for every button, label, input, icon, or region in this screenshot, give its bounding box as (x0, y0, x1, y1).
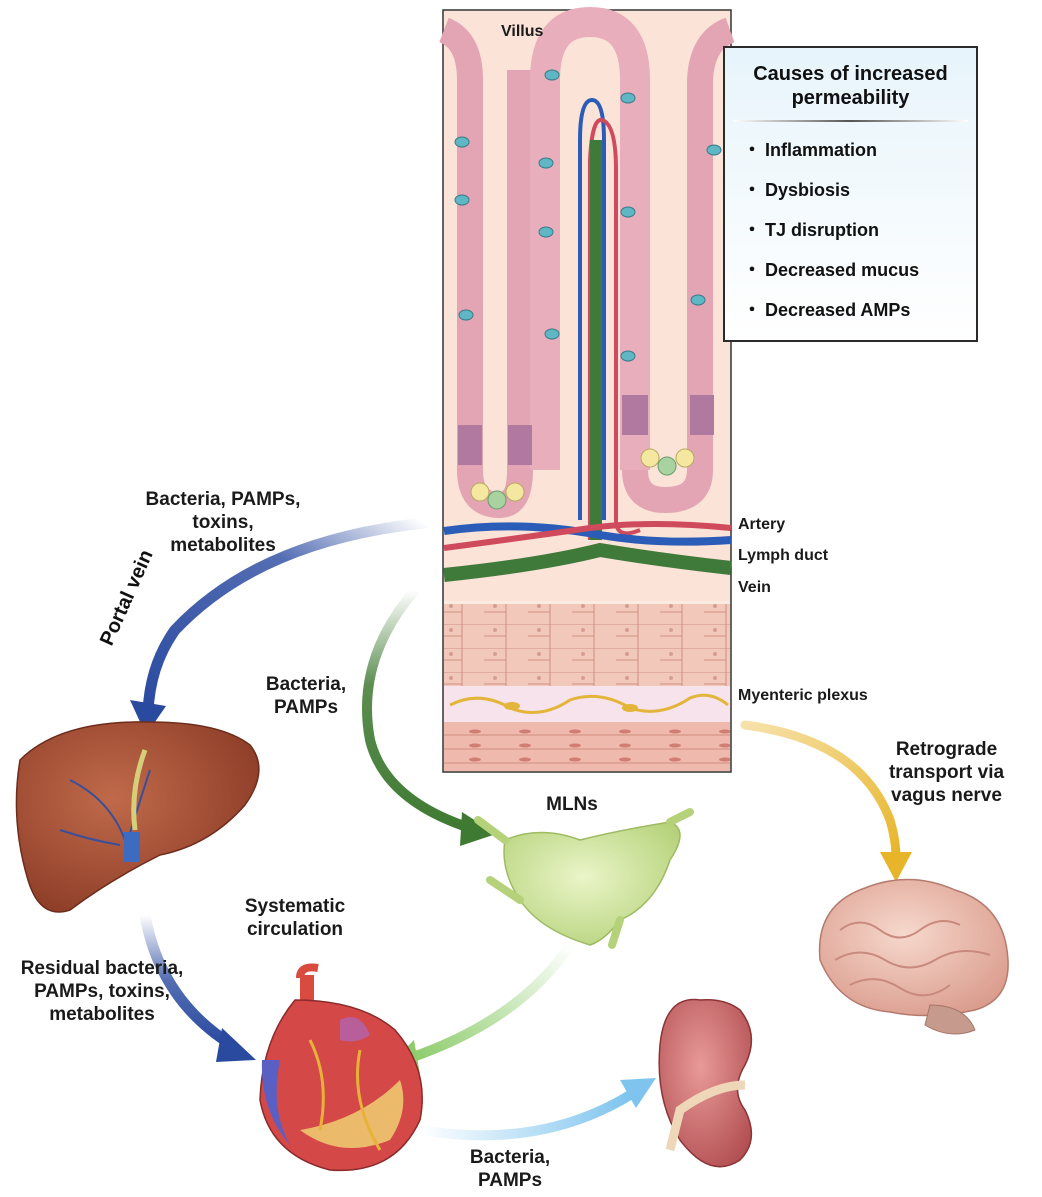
vagus-label: Retrograde transport via vagus nerve (864, 738, 1029, 808)
cause-item: ・Decreased AMPs (743, 290, 976, 330)
mln-to-heart-arrow (386, 945, 570, 1074)
bullet-icon: ・ (743, 210, 765, 250)
vein-label: Vein (738, 578, 771, 598)
heart-to-kidney-arrow (420, 1078, 656, 1135)
kidney-flow-label: Bacteria, PAMPs (455, 1146, 565, 1192)
cause-item: ・TJ disruption (743, 210, 976, 250)
causes-list: ・Inflammation ・Dysbiosis ・TJ disruption … (725, 130, 976, 330)
longitudinal-muscle (444, 722, 730, 771)
bullet-icon: ・ (743, 170, 765, 210)
lymph-node-icon (478, 812, 690, 945)
villus-panel (443, 10, 731, 772)
bullet-icon: ・ (743, 130, 765, 170)
cause-item: ・Inflammation (743, 130, 976, 170)
causes-title: Causes of increased permeability (733, 62, 968, 110)
bullet-icon: ・ (743, 290, 765, 330)
villus-title: Villus (501, 22, 543, 42)
brain-icon (820, 879, 1009, 1034)
heart-icon (260, 967, 422, 1170)
circulation-label: Systematic circulation (225, 895, 365, 941)
kidney-icon (659, 1000, 751, 1167)
mlns-label: MLNs (532, 793, 612, 816)
liver-icon (16, 722, 258, 912)
residual-label: Residual bacteria, PAMPs, toxins, metabo… (12, 957, 192, 1027)
cause-item: ・Decreased mucus (743, 250, 976, 290)
myenteric-plexus-layer (444, 686, 730, 722)
circular-muscle (444, 604, 730, 686)
portal-source-label: Bacteria, PAMPs, toxins, metabolites (138, 488, 308, 558)
bullet-icon: ・ (743, 250, 765, 290)
artery-label: Artery (738, 515, 785, 535)
causes-divider (733, 120, 968, 122)
lymph-duct-label: Lymph duct (738, 546, 828, 566)
causes-box: Causes of increased permeability ・Inflam… (723, 46, 978, 342)
lymph-source-label: Bacteria, PAMPs (256, 673, 356, 719)
myenteric-plexus-label: Myenteric plexus (738, 686, 868, 706)
cause-item: ・Dysbiosis (743, 170, 976, 210)
